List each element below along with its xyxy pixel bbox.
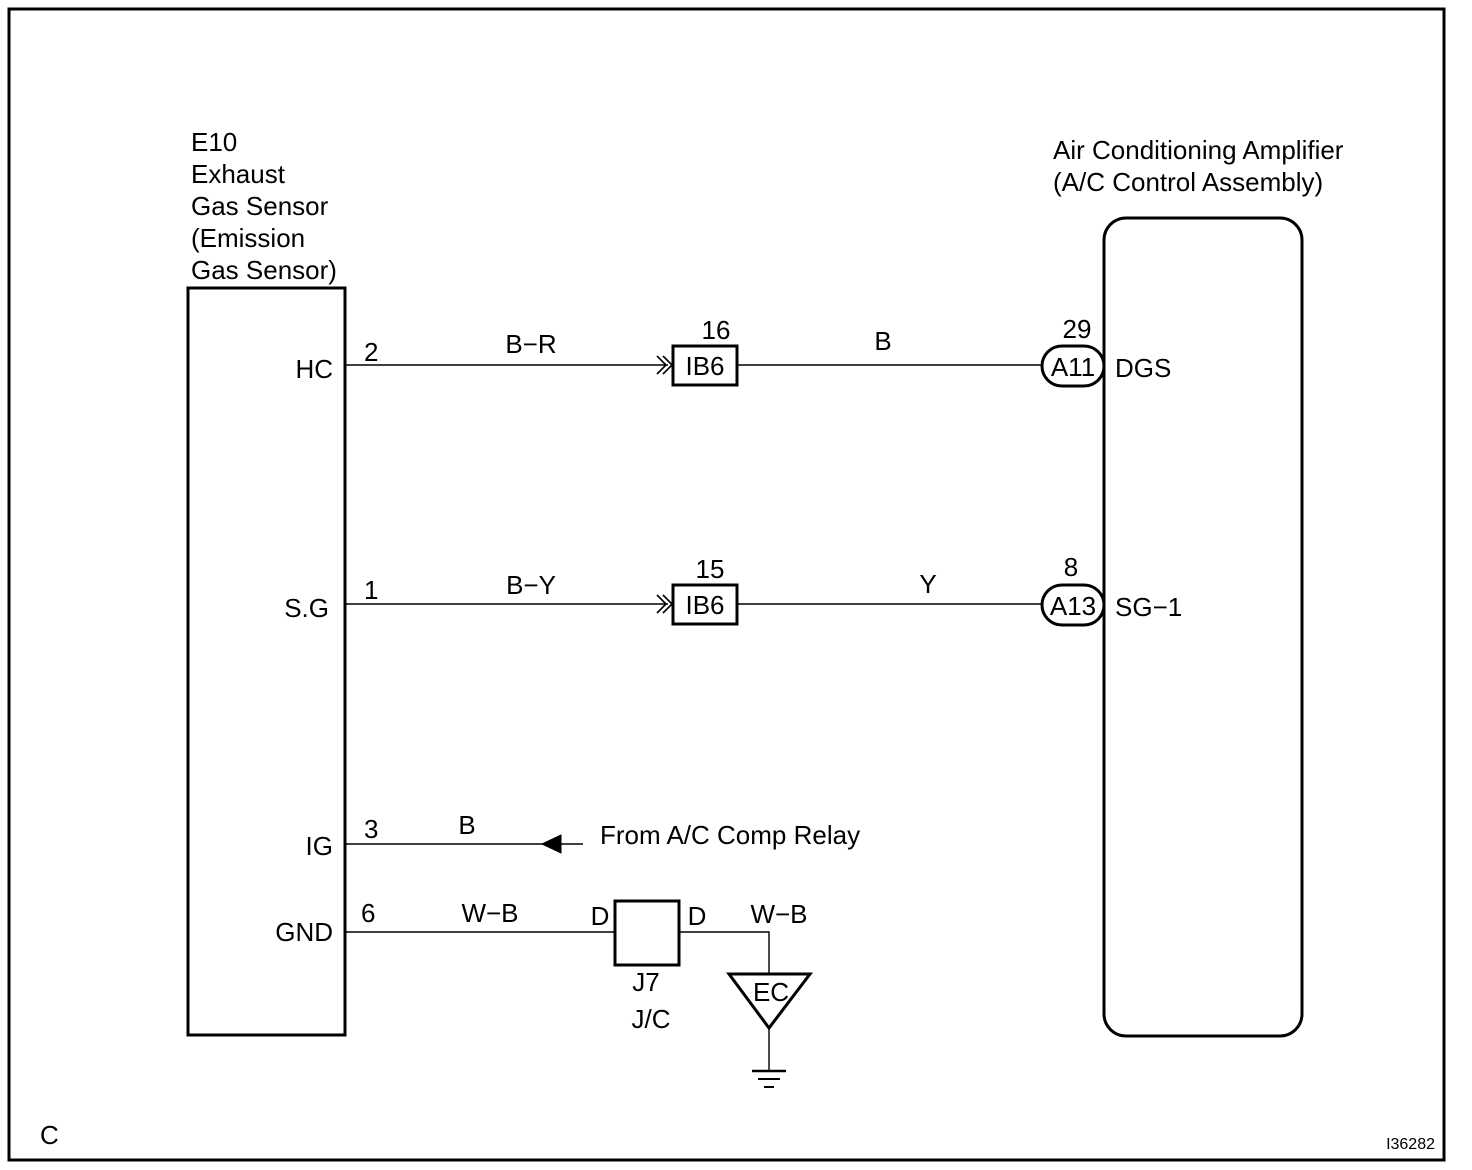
connector-arrow-sg-1 [656,594,668,614]
sensor-pin-gnd-number: 6 [361,898,375,928]
sensor-pin-gnd-label: GND [275,917,333,947]
amplifier-box [1102,216,1304,1038]
connector-a13-code: A13 [1050,591,1096,621]
sensor-name-line-4: Gas Sensor) [191,255,337,285]
connector-ib6-sg-number: 15 [696,554,725,584]
connector-a11-number: 29 [1063,314,1092,344]
sensor-pin-ig-number: 3 [364,814,378,844]
junction-type: J/C [632,1004,671,1034]
wire-sg-right-color: Y [919,569,936,599]
connector-a13-number: 8 [1064,552,1078,582]
sensor-code: E10 [191,127,237,157]
connector-ib6-sg-code: IB6 [685,590,724,620]
sensor-pin-hc-number: 2 [364,337,378,367]
wire-gnd-right [679,931,770,974]
connector-a11-code: A11 [1051,352,1095,382]
sensor-name-line-1: Exhaust [191,159,286,189]
amplifier-pin-dgs-label: DGS [1115,353,1171,383]
amplifier-name-line-1: Air Conditioning Amplifier [1053,135,1344,165]
junction-pin-right: D [688,901,707,931]
sensor-pin-ig-label: IG [306,831,333,861]
junction-pin-left: D [591,901,610,931]
ground-icon [752,1069,786,1088]
wire-hc-left-color: B−R [505,329,556,359]
wire-gnd-left-color: W−B [461,898,518,928]
connector-ib6-hc-number: 16 [702,315,731,345]
corner-letter: C [40,1120,59,1150]
connector-ib6-hc-code: IB6 [685,351,724,381]
wire-ig-color: B [458,810,475,840]
connector-a13 [1040,583,1106,627]
arrow-left-icon [540,834,562,854]
ig-source-label: From A/C Comp Relay [600,820,860,850]
ground-point-triangle [726,972,814,1031]
wire-sg-left-color: B−Y [506,570,556,600]
wire-hc-right-color: B [874,326,891,356]
amplifier-name-line-2: (A/C Control Assembly) [1053,167,1323,197]
junction-j7 [613,899,681,967]
connector-arrow-hc-1 [656,355,668,375]
sensor-pin-hc-label: HC [295,354,333,384]
sensor-name-line-2: Gas Sensor [191,191,329,221]
wire-gnd-right-color: W−B [750,899,807,929]
junction-code: J7 [632,967,659,997]
sensor-pin-sg-label: S.G [284,593,329,623]
amplifier-pin-sg1-label: SG−1 [1115,592,1182,622]
figure-id: I36282 [1386,1136,1435,1153]
sensor-pin-sg-number: 1 [364,575,378,605]
ground-point-code: EC [753,977,789,1007]
diagram-frame [7,7,1446,1162]
connector-a11 [1040,344,1106,388]
sensor-name-line-3: (Emission [191,223,305,253]
sensor-box [186,286,347,1037]
